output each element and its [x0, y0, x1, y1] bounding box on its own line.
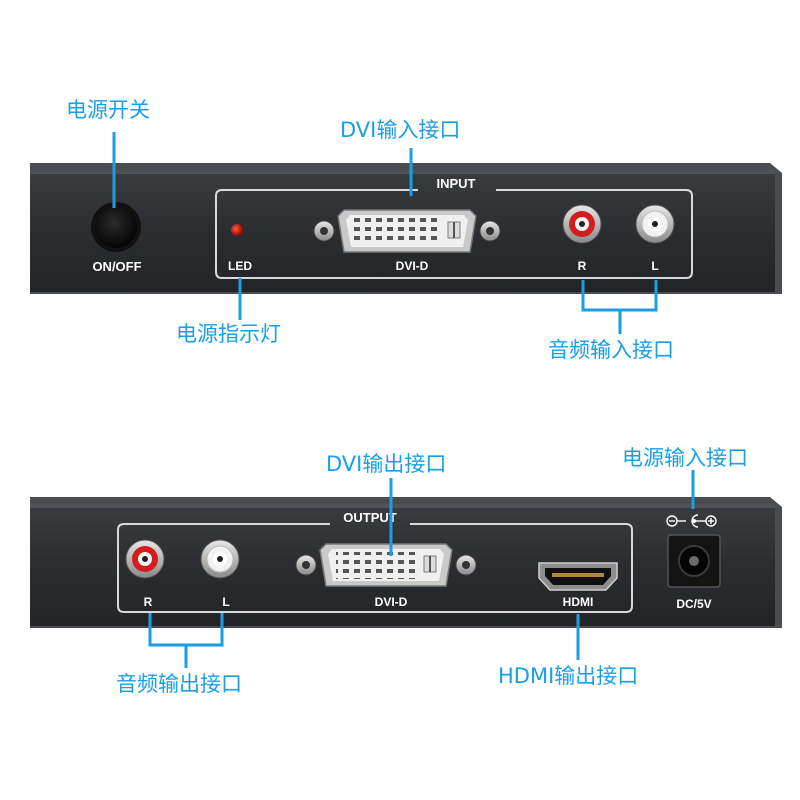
- dc-jack-icon[interactable]: [667, 534, 721, 588]
- audio-input-l-label: L: [651, 259, 658, 273]
- callout-lines: [112, 132, 695, 668]
- callout-power-indicator: 电源指示灯: [176, 322, 281, 346]
- hdmi-output-label: HDMI: [563, 595, 594, 609]
- led-icon: [231, 224, 243, 236]
- led-label: LED: [228, 259, 252, 273]
- audio-input-r-label: R: [578, 259, 587, 273]
- audio-output-l-label: L: [222, 595, 229, 609]
- audio-output-r-label: R: [144, 595, 153, 609]
- rear-panel: OUTPUT R L DVI-D: [30, 497, 782, 628]
- dvi-output-label: DVI-D: [375, 595, 408, 609]
- dvi-input-label: DVI-D: [396, 259, 429, 273]
- callout-power-input: 电源输入接口: [622, 446, 748, 470]
- output-group-title: OUTPUT: [343, 510, 397, 525]
- rca-jack-icon[interactable]: [562, 204, 602, 244]
- dvi-port-icon[interactable]: [295, 543, 477, 587]
- callout-dvi-output: DVI输出接口: [326, 452, 447, 476]
- polarity-icon: [666, 514, 717, 528]
- front-panel: ON/OFF INPUT LED DVI-D: [30, 163, 782, 294]
- rca-jack-icon[interactable]: [125, 539, 165, 579]
- rca-jack-icon[interactable]: [200, 539, 240, 579]
- callout-audio-input: 音频输入接口: [548, 338, 674, 362]
- hdmi-port-icon[interactable]: [538, 562, 618, 591]
- dvi-port-icon[interactable]: [313, 209, 501, 253]
- input-group-title: INPUT: [437, 176, 476, 191]
- output-group-frame: [117, 523, 633, 613]
- dc-label: DC/5V: [676, 597, 711, 611]
- callout-audio-output: 音频输出接口: [116, 672, 242, 696]
- callout-dvi-input: DVI输入接口: [340, 118, 461, 142]
- power-button-icon[interactable]: [91, 202, 141, 252]
- power-label: ON/OFF: [92, 259, 141, 274]
- callout-power-switch: 电源开关: [66, 98, 150, 122]
- input-group-frame: [215, 189, 693, 279]
- callout-hdmi-output: HDMI输出接口: [498, 664, 639, 688]
- rca-jack-icon[interactable]: [635, 204, 675, 244]
